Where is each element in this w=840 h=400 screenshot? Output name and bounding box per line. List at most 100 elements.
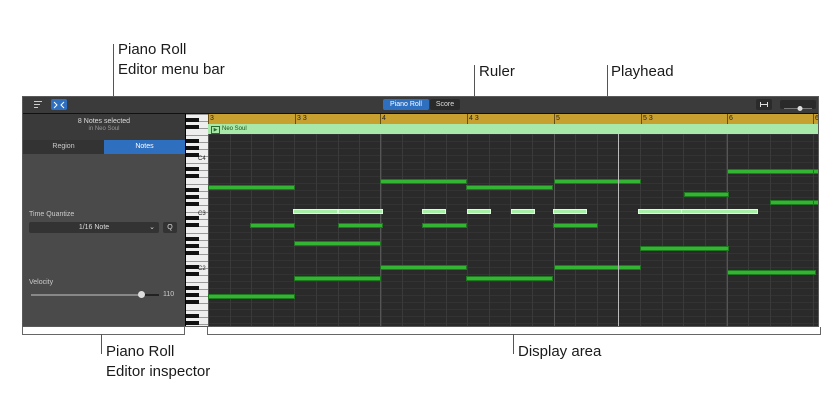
- midi-note[interactable]: [422, 223, 467, 228]
- tab-region[interactable]: Region: [23, 140, 104, 154]
- midi-note[interactable]: [380, 179, 467, 184]
- midi-note[interactable]: [467, 209, 491, 214]
- black-key[interactable]: [186, 251, 199, 255]
- score-tab[interactable]: Score: [430, 99, 460, 110]
- grid-column: [770, 134, 771, 326]
- midi-note[interactable]: [380, 265, 467, 270]
- callout-display-area: Display area: [518, 343, 602, 360]
- callout-inspector-line2: Editor inspector: [106, 363, 211, 380]
- ruler-label: 6: [815, 115, 819, 122]
- velocity-label: Velocity: [29, 279, 54, 286]
- grid-column: [791, 134, 792, 326]
- white-key-divider: [186, 282, 208, 283]
- black-key[interactable]: [186, 167, 199, 171]
- horizontal-fit-icon[interactable]: [756, 99, 772, 110]
- quantize-button[interactable]: Q: [163, 222, 177, 233]
- display-area[interactable]: [208, 134, 818, 326]
- black-key[interactable]: [186, 321, 199, 325]
- grid-row: [208, 141, 818, 142]
- midi-note[interactable]: [294, 276, 381, 281]
- time-quantize-select[interactable]: 1/16 Note ⌄: [29, 222, 159, 233]
- grid-row: [208, 239, 818, 240]
- black-key[interactable]: [186, 146, 199, 150]
- playhead[interactable]: [618, 134, 619, 326]
- midi-note[interactable]: [813, 169, 818, 174]
- grid-row: [208, 288, 818, 289]
- grid-column: [338, 134, 339, 326]
- midi-note[interactable]: [638, 209, 683, 214]
- grid-column: [446, 134, 447, 326]
- black-key[interactable]: [186, 188, 199, 192]
- black-key[interactable]: [186, 118, 199, 122]
- black-key[interactable]: [186, 244, 199, 248]
- grid-column: [316, 134, 317, 326]
- black-key[interactable]: [186, 202, 199, 206]
- midi-note[interactable]: [466, 185, 553, 190]
- midi-note[interactable]: [466, 276, 553, 281]
- piano-roll-tab[interactable]: Piano Roll: [383, 99, 429, 110]
- black-key[interactable]: [186, 216, 199, 220]
- midi-note[interactable]: [208, 294, 295, 299]
- midi-note[interactable]: [770, 200, 816, 205]
- midi-note[interactable]: [554, 179, 641, 184]
- region-bar[interactable]: ▶ Neo Soul: [208, 124, 818, 134]
- grid-row: [208, 295, 818, 296]
- midi-note[interactable]: [294, 241, 381, 246]
- midi-note[interactable]: [681, 209, 758, 214]
- midi-note[interactable]: [684, 192, 729, 197]
- black-key[interactable]: [186, 237, 199, 241]
- grid-column: [705, 134, 706, 326]
- velocity-fill: [31, 294, 142, 296]
- grid-column: [251, 134, 252, 326]
- black-key[interactable]: [186, 272, 199, 276]
- black-key[interactable]: [186, 314, 199, 318]
- inspector-bracket: [22, 327, 185, 335]
- grid-column: [273, 134, 274, 326]
- white-key-divider: [186, 184, 208, 185]
- black-key[interactable]: [186, 174, 199, 178]
- grid-row: [208, 204, 818, 205]
- black-key[interactable]: [186, 293, 199, 297]
- bar-line: [208, 134, 209, 326]
- midi-note[interactable]: [640, 246, 729, 251]
- piano-roll-editor: Piano Roll Score 8 Notes selected in Neo…: [22, 96, 819, 327]
- midi-note[interactable]: [553, 223, 598, 228]
- white-key-divider: [186, 233, 208, 234]
- black-key[interactable]: [186, 223, 199, 227]
- velocity-slider[interactable]: [31, 294, 159, 296]
- black-key[interactable]: [186, 265, 199, 269]
- midi-note[interactable]: [553, 209, 587, 214]
- zoom-slider-icon[interactable]: [780, 100, 816, 111]
- velocity-knob[interactable]: [138, 291, 146, 298]
- black-key[interactable]: [186, 195, 199, 199]
- black-key[interactable]: [186, 139, 199, 143]
- midi-note[interactable]: [338, 209, 383, 214]
- catch-mode-icon[interactable]: [51, 99, 67, 110]
- black-key[interactable]: [186, 125, 199, 129]
- midi-note[interactable]: [554, 265, 641, 270]
- midi-note[interactable]: [727, 270, 816, 275]
- grid-column: [359, 134, 360, 326]
- midi-note[interactable]: [813, 200, 818, 205]
- midi-note[interactable]: [727, 169, 816, 174]
- midi-note[interactable]: [511, 209, 535, 214]
- midi-note[interactable]: [338, 223, 383, 228]
- display-bracket: [207, 327, 821, 335]
- ruler-tick: [380, 114, 381, 124]
- grid-column: [467, 134, 468, 326]
- callout-inspector-line1: Piano Roll: [106, 343, 175, 360]
- midi-note[interactable]: [422, 209, 446, 214]
- tab-notes[interactable]: Notes: [104, 140, 185, 154]
- callout-menubar: Piano Roll Editor menu bar: [118, 40, 225, 80]
- midi-note[interactable]: [293, 209, 338, 214]
- list-filter-icon[interactable]: [31, 99, 45, 110]
- midi-note[interactable]: [208, 185, 295, 190]
- midi-note[interactable]: [250, 223, 295, 228]
- grid-column: [402, 134, 403, 326]
- inspector-tabs: Region Notes: [23, 140, 185, 154]
- black-key[interactable]: [186, 286, 199, 290]
- black-key[interactable]: [186, 300, 199, 304]
- black-key[interactable]: [186, 153, 199, 157]
